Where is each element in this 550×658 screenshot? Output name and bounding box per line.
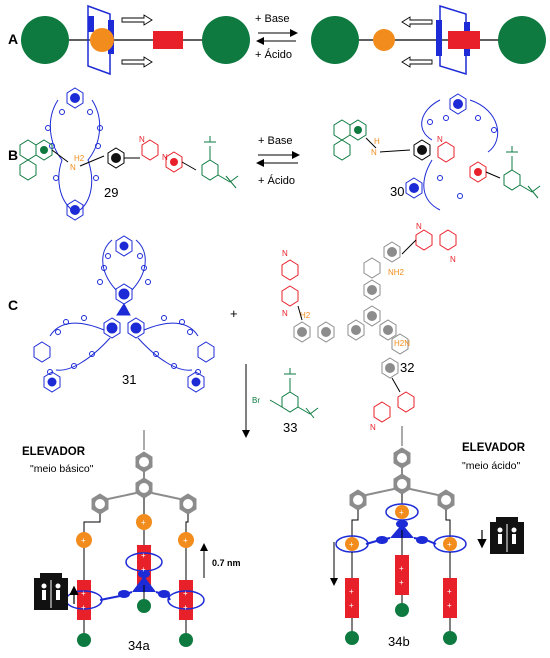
plus-a7: + <box>141 565 146 574</box>
plus-a2: + <box>141 518 146 527</box>
plus-b9: + <box>447 601 452 610</box>
equilibrium-b: + Base + Ácido <box>256 135 300 187</box>
atom-h2: H2 <box>74 154 85 163</box>
compound-31: 31 <box>33 235 215 393</box>
plus-a8: + <box>183 589 188 598</box>
plus-b1: + <box>349 540 354 549</box>
compound-29: H2 N N N <box>19 87 239 221</box>
compound-32: N N N N N NH2 H2 H2N 32 <box>281 222 457 432</box>
plus-b6: + <box>399 564 404 573</box>
distance-label: 0.7 nm <box>212 558 241 568</box>
atom-n-plus-2: N <box>162 153 168 162</box>
plus-a4: + <box>81 589 86 598</box>
rotaxane-a-right <box>311 4 546 76</box>
elevator-icon-right <box>477 517 524 554</box>
compound-34b-label: 34b <box>388 634 410 649</box>
compound-30-label: 30 <box>390 184 404 199</box>
atom-h2-32: H2 <box>300 311 311 320</box>
compound-30: H N N <box>333 93 541 211</box>
atom-h-30: H <box>374 137 380 146</box>
atom-n-32b: N <box>282 249 288 258</box>
reaction-a-forward: + Base <box>255 13 290 25</box>
panel-a-label: A <box>8 31 18 47</box>
atom-nh2-32: NH2 <box>388 268 405 277</box>
plus-sign: + <box>230 306 238 321</box>
compound-33: Br 33 <box>252 368 319 435</box>
atom-n-plus-30: N <box>437 135 443 144</box>
ammonium-station <box>90 28 114 52</box>
reaction-b-forward: + Base <box>258 135 293 147</box>
bipyridinium-station <box>153 31 183 49</box>
elevator-34b: + + + + + + + + + 34b <box>335 426 467 649</box>
elevator-34a: + + + + + + + + + <box>65 430 205 653</box>
atom-n-32a: N <box>450 255 456 264</box>
elevator-left-subtitle: "meio básico" <box>30 463 94 475</box>
panel-c-label: C <box>8 297 18 313</box>
compound-31-label: 31 <box>122 372 136 387</box>
macrocycle-ring <box>87 4 111 76</box>
plus-b3: + <box>447 540 452 549</box>
plus-a6: + <box>141 551 146 560</box>
panel-c: C <box>8 222 526 653</box>
plus-b2: + <box>399 508 404 517</box>
plus-a1: + <box>81 536 86 545</box>
plus-b5: + <box>349 601 354 610</box>
plus-a5: + <box>81 603 86 612</box>
panel-b: B H2 N <box>8 87 541 221</box>
compound-33-label: 33 <box>283 420 297 435</box>
plus-b8: + <box>447 587 452 596</box>
compound-34a-label: 34a <box>128 638 150 653</box>
elevator-icon-left <box>34 573 79 610</box>
elevator-right-title: ELEVADOR <box>462 442 526 454</box>
atom-n-32d: N <box>370 423 376 432</box>
equilibrium-a: + Base + Ácido <box>255 13 298 61</box>
compound-29-label: 29 <box>104 185 118 200</box>
plus-a9: + <box>183 603 188 612</box>
panel-a: A + Base + Ácido <box>8 4 546 76</box>
reaction-a-reverse: + Ácido <box>255 48 292 61</box>
elevator-left-title: ELEVADOR <box>22 446 86 458</box>
atom-n: N <box>70 163 76 172</box>
reaction-b-reverse: + Ácido <box>258 174 295 187</box>
panel-b-label: B <box>8 147 18 163</box>
atom-h2n-32: H2N <box>394 339 410 348</box>
atom-n-plus: N <box>139 135 145 144</box>
atom-n-32c: N <box>282 309 288 318</box>
plus-b4: + <box>349 587 354 596</box>
plus-a3: + <box>183 536 188 545</box>
atom-n-30: N <box>371 148 377 157</box>
compound-32-label: 32 <box>400 360 414 375</box>
atom-n-plus-32a: N <box>416 222 422 231</box>
elevator-right-subtitle: "meio ácido" <box>462 460 521 472</box>
plus-b7: + <box>399 578 404 587</box>
rotaxane-a-left <box>21 4 250 76</box>
stopper-right <box>202 16 250 64</box>
atom-br: Br <box>252 396 260 405</box>
stopper-left <box>21 16 69 64</box>
